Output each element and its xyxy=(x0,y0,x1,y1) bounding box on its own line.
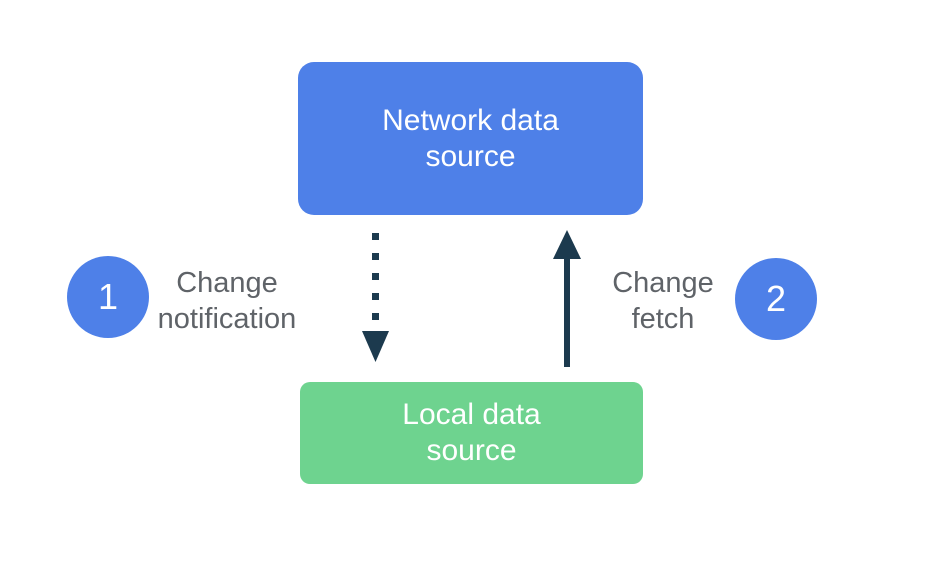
network-data-source-label-line2: source xyxy=(425,139,516,173)
up-arrowhead-icon xyxy=(553,230,581,259)
change-fetch-label-line1: Change xyxy=(612,267,714,299)
step-1-badge: 1 xyxy=(67,256,149,338)
change-fetch-label: Change fetch xyxy=(573,269,753,334)
local-data-source-label-line1: Local data xyxy=(402,398,541,431)
local-data-source-node: Local data source xyxy=(300,382,643,484)
local-data-source-label-line2: source xyxy=(426,434,517,467)
network-data-source-label-line1: Network data xyxy=(382,103,559,137)
change-fetch-label-line2: fetch xyxy=(631,303,695,335)
change-notification-label-line2: notification xyxy=(157,303,297,335)
change-notification-arrow-icon xyxy=(362,233,389,362)
step-2-badge: 2 xyxy=(735,258,817,340)
change-notification-label: Change notification xyxy=(107,269,347,334)
network-data-source-node: Network data source xyxy=(298,62,643,215)
change-notification-label-line1: Change xyxy=(176,267,278,299)
step-2-number: 2 xyxy=(765,278,787,319)
down-arrowhead-icon xyxy=(362,331,389,362)
step-1-number: 1 xyxy=(97,276,119,317)
